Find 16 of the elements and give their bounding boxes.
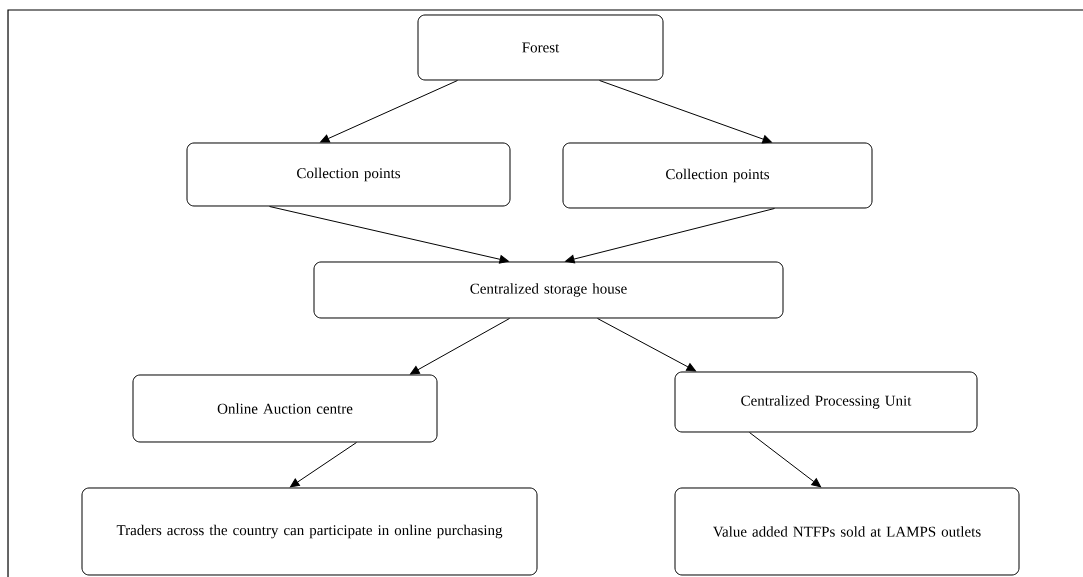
arrow [597,318,696,372]
arrow [749,432,822,488]
arrow [565,208,775,264]
process-box: Forest [417,14,664,81]
process-box: Collection points [186,142,511,207]
arrow [290,442,357,488]
arrow [320,80,458,143]
process-box: Centralized Processing Unit [674,371,978,433]
arrow [269,206,509,264]
process-box: Centralized storage house [313,261,784,319]
process-box: Traders across the country can participate in online purchasing [81,487,538,576]
process-box: Collection points [562,142,873,209]
process-box: Value added NTFPs sold at LAMPS outlets [674,487,1020,576]
arrow [599,80,772,144]
arrow [410,318,510,375]
process-box: Online Auction centre [132,374,438,443]
